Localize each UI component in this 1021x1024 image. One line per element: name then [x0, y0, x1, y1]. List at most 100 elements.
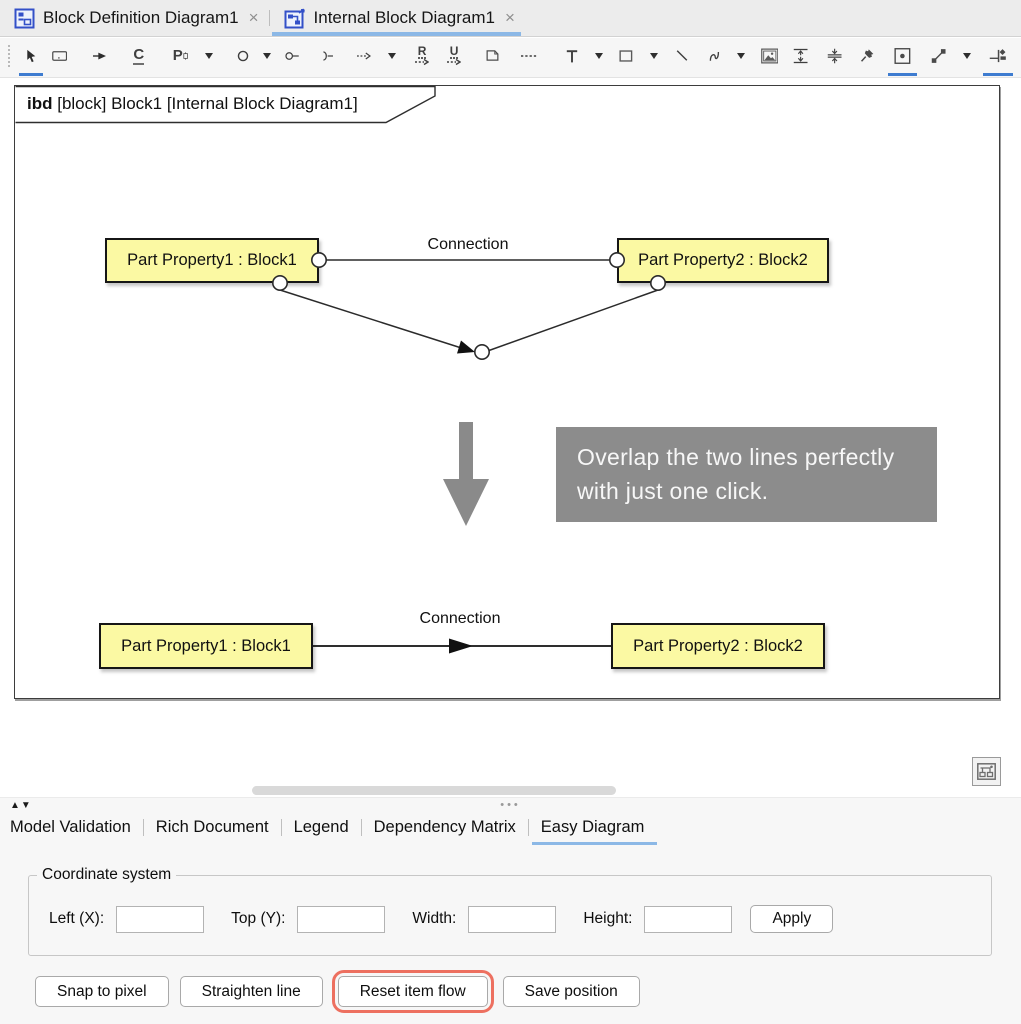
- apply-button[interactable]: Apply: [750, 905, 834, 933]
- tab-close-icon[interactable]: ×: [248, 8, 259, 27]
- diagram-header-rest: [block] Block1 [Internal Block Diagram1]: [52, 94, 358, 113]
- rectangle-icon: [619, 49, 633, 62]
- required-interface-tool-button[interactable]: [318, 43, 336, 69]
- horizontal-scrollbar-thumb[interactable]: [252, 786, 616, 795]
- flow-arrow-icon: [93, 52, 107, 59]
- select-tool-button[interactable]: [18, 43, 44, 76]
- usage-glyph: U: [449, 44, 459, 59]
- pushpin-icon: [860, 49, 874, 62]
- image-icon: [760, 48, 779, 63]
- dependency-tool-dropdown[interactable]: [384, 43, 400, 69]
- connection-label-after[interactable]: Connection: [419, 610, 501, 627]
- note-anchor-tool-button[interactable]: [50, 43, 69, 69]
- realization-tool-button[interactable]: R: [414, 43, 430, 69]
- part-property2-block-before[interactable]: Part Property2 : Block2: [617, 238, 829, 283]
- part-property2-block-after[interactable]: Part Property2 : Block2: [611, 623, 825, 669]
- make-same-height-button[interactable]: [791, 43, 810, 69]
- line-tool-button[interactable]: [674, 43, 690, 69]
- panel-resize-arrows[interactable]: ▲▼: [10, 800, 32, 811]
- reset-item-flow-button[interactable]: Reset item flow: [337, 976, 488, 1007]
- left-x-input[interactable]: [116, 905, 205, 933]
- shape-tool-dropdown[interactable]: [646, 43, 662, 69]
- tab-separator: [268, 10, 270, 26]
- transition-down-arrow: [443, 422, 489, 526]
- path-style-button[interactable]: [929, 43, 948, 69]
- connection-label-before[interactable]: Connection: [427, 236, 509, 253]
- path-style-dropdown[interactable]: [959, 43, 975, 69]
- provided-interface-tool-button[interactable]: [283, 43, 302, 69]
- tab-internal-block-diagram[interactable]: Internal Block Diagram1 ×: [270, 0, 525, 36]
- tab-separator: [360, 819, 362, 836]
- chevron-down-icon: [736, 52, 745, 59]
- chevron-down-icon: [649, 52, 658, 59]
- tab-close-icon[interactable]: ×: [504, 8, 515, 27]
- callout-line2: with just one click.: [577, 478, 769, 504]
- chevron-down-icon: [263, 52, 272, 59]
- dependency-tool-button[interactable]: [355, 43, 373, 69]
- realization-glyph: R: [417, 44, 427, 59]
- diagonal-line-icon: [676, 50, 687, 61]
- width-label: Width:: [412, 910, 457, 927]
- part-glyph: P: [172, 47, 183, 64]
- panel-expand-icon[interactable]: ▼: [20, 800, 32, 811]
- part-property1-block-after[interactable]: Part Property1 : Block1: [99, 623, 313, 669]
- tab-label: Internal Block Diagram1: [313, 8, 495, 27]
- coordinate-system-title: Coordinate system: [37, 866, 177, 884]
- height-input[interactable]: [644, 905, 733, 933]
- tab-separator: [280, 819, 282, 836]
- snap-to-center-button[interactable]: [888, 43, 917, 76]
- part-property-tool-button[interactable]: P: [171, 43, 190, 69]
- ball-connector-icon: [285, 51, 299, 60]
- height-label: Height:: [583, 910, 633, 927]
- tab-rich-document[interactable]: Rich Document: [155, 818, 269, 836]
- tab-dependency-matrix[interactable]: Dependency Matrix: [373, 818, 516, 836]
- text-tool-dropdown[interactable]: [591, 43, 607, 69]
- diagram-toolbar: C P R U: [0, 38, 1021, 78]
- curve-tool-button[interactable]: [706, 43, 722, 69]
- note-tool-button[interactable]: [484, 43, 501, 69]
- connector-tool-button[interactable]: C: [131, 43, 147, 69]
- text-T-icon: [566, 49, 578, 62]
- curve-tool-dropdown[interactable]: [733, 43, 749, 69]
- top-y-input[interactable]: [297, 905, 386, 933]
- tab-separator: [527, 819, 529, 836]
- usage-tool-button[interactable]: U: [446, 43, 462, 69]
- coordinate-system-group: Coordinate system Left (X): Top (Y): Wid…: [28, 866, 992, 956]
- shape-tool-button[interactable]: [617, 43, 635, 69]
- port-tool-dropdown[interactable]: [259, 43, 275, 69]
- connectors-layer: [15, 86, 666, 654]
- collapse-vertical-icon: [827, 48, 842, 63]
- tab-easy-diagram[interactable]: Easy Diagram: [531, 815, 658, 845]
- left-x-label: Left (X):: [49, 910, 105, 927]
- diagram-overview-button[interactable]: [972, 757, 1001, 786]
- toolbar-drag-handle[interactable]: [8, 44, 12, 67]
- diagram-canvas[interactable]: ibd [block] Block1 [Internal Block Diagr…: [0, 79, 1021, 786]
- item-flow-tool-button[interactable]: [91, 43, 109, 69]
- connector-glyph: C: [133, 45, 145, 65]
- reset-item-flow-tool-button[interactable]: [983, 43, 1013, 76]
- width-input[interactable]: [468, 905, 557, 933]
- tab-model-validation[interactable]: Model Validation: [10, 818, 131, 836]
- splitter-handle-icon[interactable]: •••: [500, 799, 521, 811]
- part-property1-block-before[interactable]: Part Property1 : Block1: [105, 238, 319, 283]
- panel-collapse-icon[interactable]: ▲: [10, 800, 21, 811]
- center-vertically-button[interactable]: [825, 43, 844, 69]
- dashed-line-tool-button[interactable]: [519, 43, 540, 69]
- port-tool-button[interactable]: [235, 43, 251, 69]
- text-tool-button[interactable]: [564, 43, 580, 69]
- snap-to-pixel-button[interactable]: Snap to pixel: [35, 976, 169, 1007]
- small-dashed-arrow-icon: [415, 59, 430, 66]
- panel-tab-bar: Model Validation Rich Document Legend De…: [10, 815, 658, 845]
- easy-diagram-panel: ▲▼ ••• Model Validation Rich Document Le…: [0, 797, 1021, 1024]
- cursor-icon: [26, 49, 35, 62]
- tab-block-definition-diagram[interactable]: Block Definition Diagram1 ×: [0, 0, 269, 36]
- tab-legend[interactable]: Legend: [293, 818, 349, 836]
- save-position-button[interactable]: Save position: [502, 976, 640, 1007]
- part-tool-dropdown[interactable]: [201, 43, 217, 69]
- straighten-line-button[interactable]: Straighten line: [179, 976, 323, 1007]
- pin-button[interactable]: [858, 43, 877, 69]
- image-tool-button[interactable]: [759, 43, 781, 69]
- document-icon: [486, 50, 499, 61]
- diagram-frame: ibd [block] Block1 [Internal Block Diagr…: [14, 85, 1000, 699]
- spline-curve-icon: [709, 51, 719, 61]
